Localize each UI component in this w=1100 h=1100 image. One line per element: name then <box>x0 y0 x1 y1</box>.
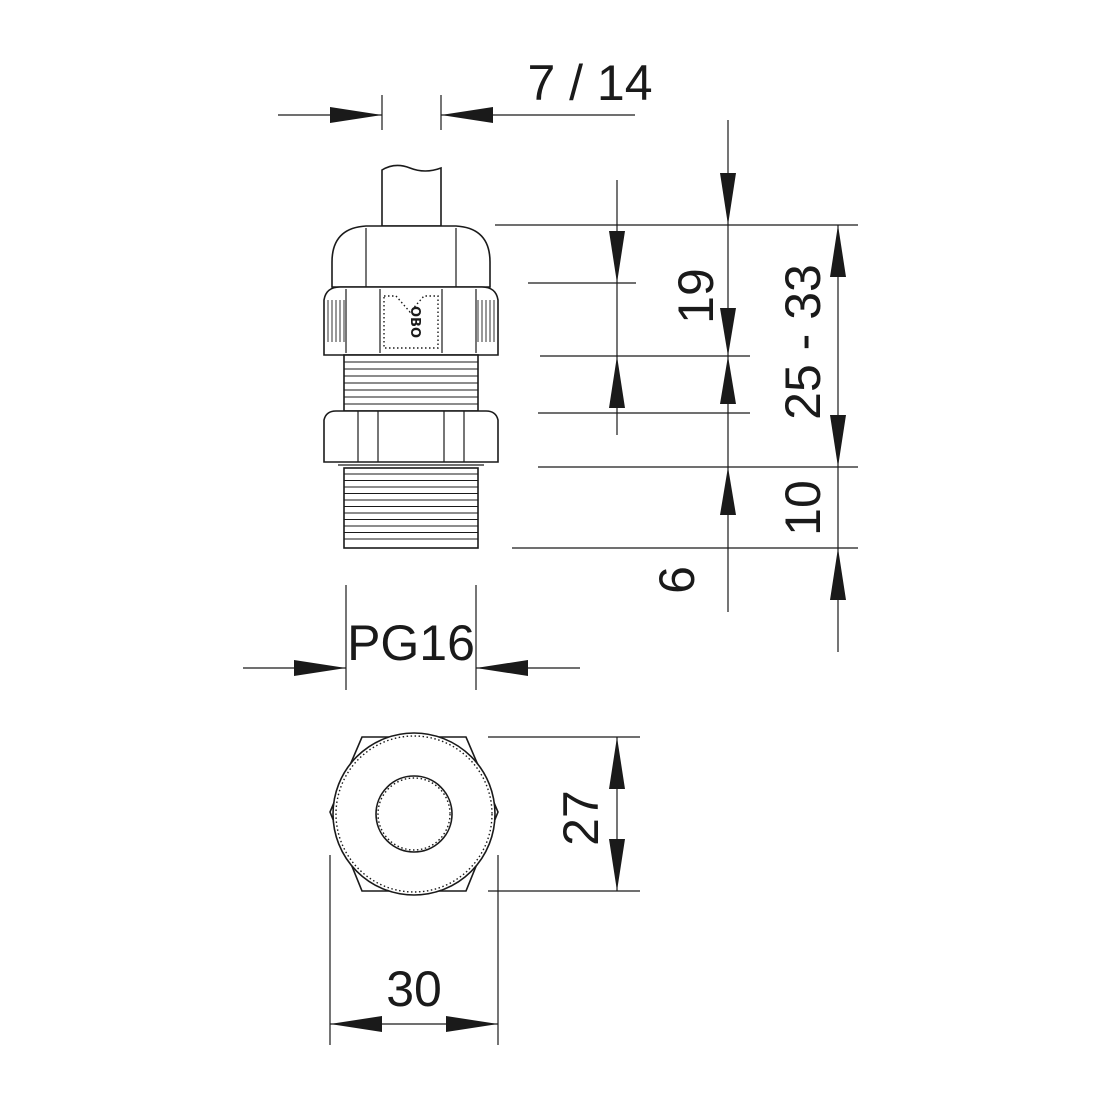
across-flats-label: 27 <box>553 790 609 846</box>
upper-thread <box>343 354 479 412</box>
dimension-height-lower: 6 10 <box>649 120 831 612</box>
across-corners-label: 30 <box>386 961 442 1017</box>
height-total-label: 25 - 33 <box>775 264 831 420</box>
dimension-height-upper: 19 <box>609 180 724 435</box>
height-lower-label: 10 <box>775 480 831 536</box>
cable-range-label: 7 / 14 <box>527 55 652 111</box>
knurling-left <box>327 300 345 342</box>
arrow-left <box>441 107 493 123</box>
dimension-across-flats: 27 <box>488 736 640 892</box>
arrow-right <box>330 107 382 123</box>
side-view: OBO <box>323 164 499 549</box>
body-hex <box>323 410 499 463</box>
top-view <box>329 732 499 896</box>
dimension-thread-size: PG16 <box>243 585 580 690</box>
extension-lines <box>495 224 858 549</box>
cable-bore <box>375 775 453 853</box>
connection-thread <box>338 464 484 549</box>
height-upper-label: 19 <box>668 268 724 324</box>
dimension-across-corners: 30 <box>329 855 499 1045</box>
pressure-nut: OBO <box>323 286 499 356</box>
cable <box>381 164 442 227</box>
thread-size-label: PG16 <box>347 615 475 671</box>
dimension-height-total: 25 - 33 <box>775 225 846 652</box>
dome-cap <box>331 225 491 288</box>
knurling-right <box>477 300 495 342</box>
obo-logo: OBO <box>407 306 422 338</box>
logo-text: OBO <box>407 306 422 338</box>
thread-length-label: 6 <box>649 566 705 594</box>
dimension-cable-range: 7 / 14 <box>278 55 653 130</box>
